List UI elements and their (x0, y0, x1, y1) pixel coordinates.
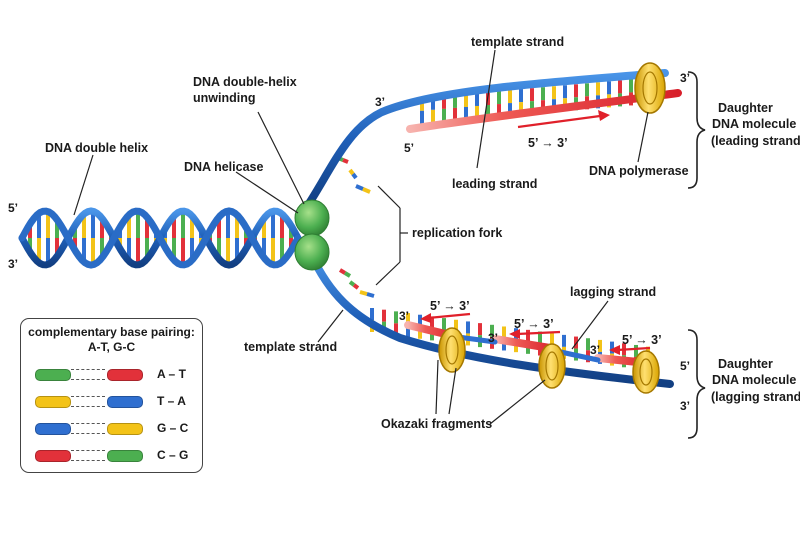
base-pair-segment (338, 268, 347, 275)
legend-pill-right (107, 450, 143, 462)
base-pair-segment (359, 290, 368, 296)
base-pairing-legend: complementary base pairing: A-T, G-C A –… (20, 318, 203, 473)
base-pair-segment (342, 158, 349, 164)
legend-pill-right (107, 423, 143, 435)
legend-title-line1: complementary base pairing: (28, 325, 195, 339)
legend-pair-label: T – A (157, 394, 186, 408)
label-template-strand-bottom: template strand (244, 340, 337, 354)
label-daughter-leading-1: Daughter (718, 101, 773, 115)
label-leading-strand: leading strand (452, 177, 537, 191)
legend-pair-c-g: C – G (35, 448, 195, 462)
label-okazaki-fragments: Okazaki fragments (381, 417, 492, 431)
direction-okazaki-2: 5’ → 3’ (514, 317, 554, 331)
end-okazaki-3: 3’ (590, 343, 600, 357)
label-dna-double-helix: DNA double helix (45, 141, 148, 155)
legend-pill-right (107, 369, 143, 381)
label-daughter-lagging-3: (lagging strand) (711, 390, 800, 404)
double-helix (18, 207, 302, 269)
end-upper-template-start: 3’ (375, 95, 385, 109)
base-pair-segment (352, 283, 360, 290)
label-template-strand-top: template strand (471, 35, 564, 49)
legend-title-line2: A-T, G-C (87, 340, 136, 354)
label-dna-polymerase: DNA polymerase (589, 164, 689, 178)
legend-title: complementary base pairing: A-T, G-C (21, 325, 202, 355)
helix-strand-b (18, 207, 302, 269)
legend-pair-label: C – G (157, 448, 189, 462)
direction-okazaki-3: 5’ → 3’ (622, 333, 662, 347)
leader-lines (73, 49, 649, 425)
end-upper-template-end: 3’ (680, 71, 690, 85)
dna-polymerase-leading (634, 62, 666, 114)
legend-pill-left (35, 369, 71, 381)
end-leading-start: 5’ (404, 141, 414, 155)
lower-template-strand (306, 248, 674, 388)
dna-helicase (294, 199, 330, 271)
legend-pill-left (35, 450, 71, 462)
legend-pair-g-c: G – C (35, 421, 195, 435)
dna-polymerase-okazaki-1 (438, 327, 466, 373)
daughter-braces (687, 71, 706, 439)
dna-polymerase-okazaki-3 (632, 350, 660, 394)
base-pair-segment (366, 292, 375, 298)
end-lower-right-bottom: 3’ (680, 399, 690, 413)
end-okazaki-1: 3’ (399, 309, 409, 323)
label-daughter-lagging-1: Daughter (718, 357, 773, 371)
base-pair-segment (362, 187, 371, 194)
end-left-bottom: 3’ (8, 257, 18, 271)
legend-pair-a-t: A – T (35, 367, 195, 381)
base-pair-segment (343, 271, 352, 278)
legend-pill-left (35, 396, 71, 408)
end-okazaki-2: 3’ (488, 331, 498, 345)
label-lagging-strand: lagging strand (570, 285, 656, 299)
direction-okazaki-1: 5’ → 3’ (430, 299, 470, 313)
legend-bond (71, 369, 105, 380)
legend-pair-t-a: T – A (35, 394, 195, 408)
end-lower-right-top: 5’ (680, 359, 690, 373)
direction-arrows (420, 110, 651, 355)
dna-polymerase-okazaki-2 (538, 343, 566, 389)
end-left-top: 5’ (8, 201, 18, 215)
legend-bond (71, 396, 105, 407)
legend-pill-right (107, 396, 143, 408)
direction-leading: 5’ → 3’ (528, 136, 568, 150)
label-daughter-lagging-2: DNA molecule (712, 373, 796, 387)
base-pair-segment (348, 280, 356, 287)
legend-pair-label: A – T (157, 367, 186, 381)
legend-bond (71, 423, 105, 434)
base-pair-segment (348, 168, 355, 176)
label-dna-helicase: DNA helicase (184, 160, 263, 174)
upper-template-strand (304, 69, 669, 209)
base-pair-segment (351, 172, 358, 180)
base-pair-segment (355, 184, 364, 191)
legend-pair-label: G – C (157, 421, 189, 435)
label-replication-fork: replication fork (412, 226, 502, 240)
label-daughter-leading-3: (leading strand) (711, 134, 800, 148)
label-daughter-leading-2: DNA molecule (712, 117, 796, 131)
legend-bond (71, 450, 105, 461)
label-unwinding-line1: DNA double-helix (193, 75, 297, 89)
label-unwinding-line2: unwinding (193, 91, 255, 105)
legend-pill-left (35, 423, 71, 435)
